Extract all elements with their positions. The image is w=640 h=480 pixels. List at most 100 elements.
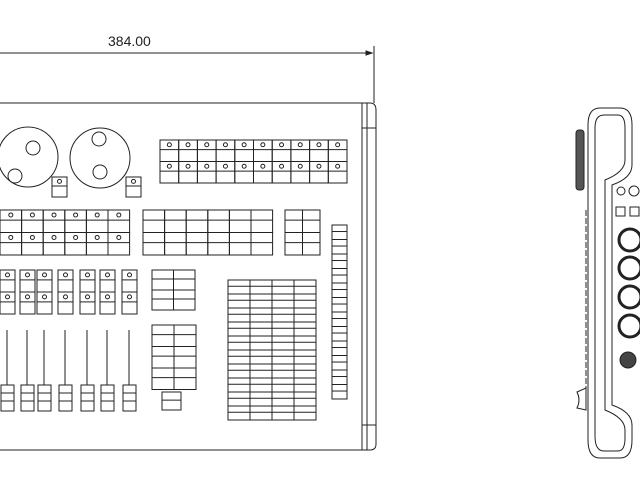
console-key[interactable] bbox=[142, 209, 166, 233]
console-key[interactable] bbox=[249, 335, 273, 351]
console-key[interactable] bbox=[151, 289, 174, 311]
console-key[interactable] bbox=[151, 269, 174, 291]
console-key[interactable] bbox=[173, 346, 197, 369]
console-key[interactable] bbox=[207, 232, 230, 256]
console-key[interactable] bbox=[249, 293, 273, 309]
console-key[interactable] bbox=[271, 279, 295, 295]
console-key[interactable] bbox=[331, 355, 348, 371]
console-key[interactable] bbox=[142, 232, 166, 256]
key-led bbox=[51, 234, 57, 240]
key-led bbox=[260, 163, 266, 169]
console-key[interactable] bbox=[327, 161, 348, 184]
console-key[interactable] bbox=[331, 311, 348, 327]
console-key[interactable] bbox=[293, 293, 317, 309]
console-key[interactable] bbox=[164, 232, 187, 256]
fader-cap[interactable] bbox=[0, 384, 15, 412]
console-key[interactable] bbox=[107, 232, 131, 256]
console-key[interactable] bbox=[249, 405, 273, 421]
console-key[interactable] bbox=[249, 279, 273, 295]
console-key[interactable] bbox=[249, 321, 273, 337]
console-key[interactable] bbox=[185, 209, 209, 233]
console-key[interactable] bbox=[228, 209, 252, 233]
console-key[interactable] bbox=[227, 279, 251, 295]
fader-cap[interactable] bbox=[122, 384, 137, 412]
console-key[interactable] bbox=[271, 307, 295, 323]
console-key[interactable] bbox=[293, 335, 317, 351]
fader-cap[interactable] bbox=[20, 384, 35, 412]
key-led bbox=[127, 272, 132, 278]
console-key[interactable] bbox=[249, 349, 273, 365]
console-key[interactable] bbox=[302, 209, 321, 233]
console-key[interactable] bbox=[331, 224, 348, 240]
console-key[interactable] bbox=[227, 293, 251, 309]
console-key[interactable] bbox=[228, 232, 252, 256]
console-key[interactable] bbox=[227, 363, 251, 379]
fader-cap[interactable] bbox=[37, 384, 52, 412]
console-key[interactable] bbox=[284, 209, 303, 233]
console-key[interactable] bbox=[284, 232, 303, 256]
console-key[interactable] bbox=[271, 321, 295, 337]
console-key[interactable] bbox=[293, 321, 317, 337]
console-key[interactable] bbox=[271, 335, 295, 351]
console-key[interactable] bbox=[249, 363, 273, 379]
console-key[interactable] bbox=[249, 307, 273, 323]
console-key[interactable] bbox=[249, 377, 273, 393]
console-key[interactable] bbox=[249, 391, 273, 407]
console-key[interactable] bbox=[331, 369, 348, 385]
console-key[interactable] bbox=[207, 209, 230, 233]
console-key[interactable] bbox=[173, 289, 196, 311]
console-key[interactable] bbox=[271, 363, 295, 379]
console-key[interactable] bbox=[227, 377, 251, 393]
console-key[interactable] bbox=[331, 384, 348, 400]
console-key[interactable] bbox=[19, 291, 36, 315]
console-key[interactable] bbox=[185, 232, 209, 256]
console-key[interactable] bbox=[0, 291, 16, 315]
console-key[interactable] bbox=[293, 377, 317, 393]
console-key[interactable] bbox=[227, 321, 251, 337]
fader-cap[interactable] bbox=[58, 384, 73, 412]
console-key[interactable] bbox=[173, 269, 196, 291]
console-key[interactable] bbox=[36, 291, 53, 315]
console-key[interactable] bbox=[121, 291, 138, 315]
console-key[interactable] bbox=[293, 279, 317, 295]
console-key[interactable] bbox=[331, 253, 348, 269]
console-key[interactable] bbox=[271, 293, 295, 309]
console-key[interactable] bbox=[173, 324, 197, 347]
console-key[interactable] bbox=[173, 367, 197, 390]
console-key[interactable] bbox=[293, 307, 317, 323]
console-key[interactable] bbox=[331, 326, 348, 342]
console-key[interactable] bbox=[227, 349, 251, 365]
console-key[interactable] bbox=[79, 291, 96, 315]
console-key[interactable] bbox=[331, 268, 348, 284]
console-key[interactable] bbox=[57, 291, 74, 315]
console-key[interactable] bbox=[227, 335, 251, 351]
console-key[interactable] bbox=[271, 391, 295, 407]
console-key[interactable] bbox=[151, 367, 175, 390]
console-key[interactable] bbox=[331, 297, 348, 313]
console-key[interactable] bbox=[51, 176, 68, 198]
console-key[interactable] bbox=[227, 405, 251, 421]
fader-cap[interactable] bbox=[80, 384, 95, 412]
console-key[interactable] bbox=[293, 405, 317, 421]
console-key[interactable] bbox=[271, 349, 295, 365]
console-key[interactable] bbox=[250, 209, 274, 233]
console-key[interactable] bbox=[331, 239, 348, 255]
console-key[interactable] bbox=[293, 349, 317, 365]
console-key[interactable] bbox=[227, 307, 251, 323]
console-key[interactable] bbox=[293, 363, 317, 379]
console-key[interactable] bbox=[331, 340, 348, 356]
console-key[interactable] bbox=[161, 391, 182, 411]
console-key[interactable] bbox=[271, 377, 295, 393]
console-key[interactable] bbox=[271, 405, 295, 421]
console-key[interactable] bbox=[293, 391, 317, 407]
console-key[interactable] bbox=[125, 176, 142, 198]
console-key[interactable] bbox=[250, 232, 274, 256]
fader-cap[interactable] bbox=[100, 384, 115, 412]
console-key[interactable] bbox=[99, 291, 116, 315]
console-key[interactable] bbox=[164, 209, 187, 233]
console-key[interactable] bbox=[227, 391, 251, 407]
console-key[interactable] bbox=[331, 282, 348, 298]
console-key[interactable] bbox=[302, 232, 321, 256]
console-key[interactable] bbox=[151, 324, 175, 347]
console-key[interactable] bbox=[151, 346, 175, 369]
